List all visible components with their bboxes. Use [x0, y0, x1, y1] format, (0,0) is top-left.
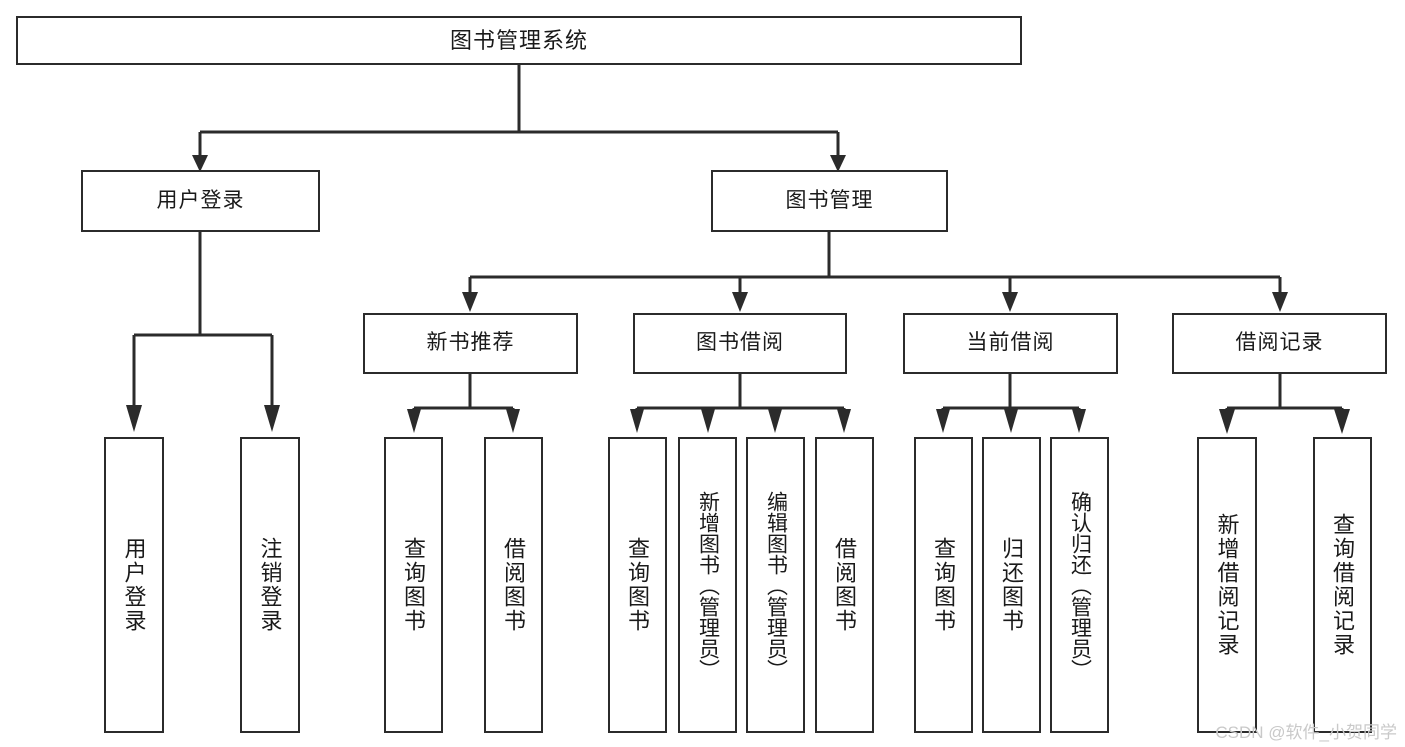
node-user-login[interactable]: 用户登录	[81, 170, 320, 232]
node-book-manage[interactable]: 图书管理	[711, 170, 948, 232]
node-leaf-query-book-rec[interactable]: 查询图书	[384, 437, 443, 733]
node-root-label: 图书管理系统	[449, 27, 588, 53]
node-root[interactable]: 图书管理系统	[16, 16, 1022, 65]
node-leaf-query-record-label: 查询借阅记录	[1330, 513, 1356, 657]
node-leaf-return-book-label: 归还图书	[999, 537, 1025, 633]
node-leaf-confirm-return[interactable]: 确认归还（管理员）	[1050, 437, 1109, 733]
node-borrow-record-label: 借阅记录	[1235, 331, 1324, 355]
node-leaf-query-book-bor[interactable]: 查询图书	[608, 437, 667, 733]
node-leaf-return-book[interactable]: 归还图书	[982, 437, 1041, 733]
node-leaf-confirm-return-label: 确认归还（管理员）	[1068, 490, 1092, 680]
node-leaf-query-book-cur-label: 查询图书	[931, 537, 957, 633]
node-leaf-add-book[interactable]: 新增图书（管理员）	[678, 437, 737, 733]
node-new-book-recommend-label: 新书推荐	[426, 331, 515, 355]
node-book-borrow-label: 图书借阅	[696, 331, 784, 355]
node-current-borrow-label: 当前借阅	[966, 331, 1055, 355]
node-leaf-query-book-cur[interactable]: 查询图书	[914, 437, 973, 733]
node-leaf-query-record[interactable]: 查询借阅记录	[1313, 437, 1372, 733]
node-user-login-label: 用户登录	[156, 188, 245, 212]
node-leaf-query-book-rec-label: 查询图书	[401, 537, 427, 633]
node-leaf-logout-label: 注销登录	[257, 537, 283, 633]
node-leaf-borrow-book-rec-label: 借阅图书	[501, 537, 527, 633]
node-leaf-add-book-label: 新增图书（管理员）	[696, 490, 720, 680]
node-new-book-recommend[interactable]: 新书推荐	[363, 313, 578, 374]
node-leaf-query-book-bor-label: 查询图书	[625, 537, 651, 633]
node-leaf-user-login[interactable]: 用户登录	[104, 437, 164, 733]
node-leaf-logout[interactable]: 注销登录	[240, 437, 300, 733]
csdn-watermark: CSDN @软件_小贺同学	[1215, 723, 1397, 742]
node-leaf-edit-book-label: 编辑图书（管理员）	[764, 490, 788, 680]
node-leaf-add-record[interactable]: 新增借阅记录	[1197, 437, 1257, 733]
node-book-borrow[interactable]: 图书借阅	[633, 313, 847, 374]
node-leaf-edit-book[interactable]: 编辑图书（管理员）	[746, 437, 805, 733]
node-leaf-borrow-book-bor[interactable]: 借阅图书	[815, 437, 874, 733]
node-current-borrow[interactable]: 当前借阅	[903, 313, 1118, 374]
node-borrow-record[interactable]: 借阅记录	[1172, 313, 1387, 374]
node-leaf-borrow-book-bor-label: 借阅图书	[832, 537, 858, 633]
node-leaf-user-login-label: 用户登录	[121, 537, 147, 633]
node-leaf-borrow-book-rec[interactable]: 借阅图书	[484, 437, 543, 733]
node-leaf-add-record-label: 新增借阅记录	[1214, 513, 1240, 657]
node-book-manage-label: 图书管理	[785, 188, 874, 212]
